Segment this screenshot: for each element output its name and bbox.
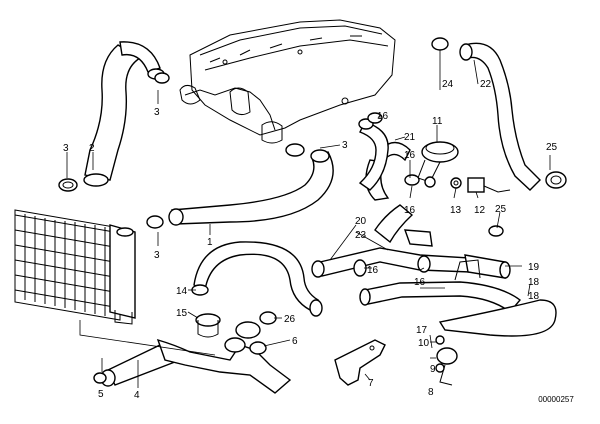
clamp-6	[249, 341, 267, 355]
callout-4: 4	[134, 390, 140, 401]
callout-1: 1	[207, 237, 213, 248]
callout-3b: 3	[154, 107, 160, 118]
callout-17: 17	[416, 325, 428, 336]
hose-clamp-3c	[285, 143, 305, 157]
hose-clamp-3b	[154, 72, 170, 84]
hose-14	[191, 241, 323, 317]
callout-11: 11	[432, 116, 443, 127]
hose-18	[359, 259, 557, 337]
diagram-id: 00000257	[538, 395, 574, 404]
hose-21	[358, 118, 389, 191]
callout-21: 21	[404, 132, 416, 143]
callout-16d: 16	[367, 265, 379, 276]
screw-8	[435, 363, 445, 373]
clamp-5	[93, 372, 107, 384]
lower-hose-4	[100, 321, 292, 394]
callout-19: 19	[528, 262, 540, 273]
callout-25b: 25	[495, 204, 507, 215]
hose-clamp-3a	[58, 178, 78, 192]
callout-24: 24	[442, 79, 454, 90]
callout-2: 2	[89, 143, 95, 154]
callout-3c: 3	[342, 140, 348, 151]
callout-26: 26	[284, 314, 296, 325]
hose-22	[431, 37, 541, 191]
hose-clamp-3d	[146, 215, 164, 229]
callout-5: 5	[98, 389, 104, 400]
callout-6: 6	[292, 336, 298, 347]
main-hose-1	[168, 149, 334, 226]
callout-13: 13	[450, 205, 462, 216]
callout-16e: 16	[414, 277, 426, 288]
callout-3a: 3	[63, 143, 69, 154]
callout-12: 12	[474, 205, 486, 216]
callout-18b: 18	[528, 291, 540, 302]
hose-clamp-16	[353, 112, 504, 277]
bracket-7	[334, 339, 386, 386]
callout-16a: 16	[377, 111, 389, 122]
hose-clamp-25	[545, 171, 567, 189]
callout-8: 8	[428, 387, 434, 398]
callout-18a: 18	[528, 277, 540, 288]
upper-left-hose	[83, 41, 165, 187]
callout-16b: 16	[404, 150, 416, 161]
callout-labels: 3 2 3 3 3 1 14 15 26 6 5 4 7 16 21 11 16…	[63, 79, 558, 401]
sensor-plug-12	[467, 177, 511, 193]
nut-13	[450, 177, 462, 189]
callout-7: 7	[368, 378, 374, 389]
cylinder-head	[179, 19, 396, 144]
screw-10	[435, 335, 445, 345]
callout-25a: 25	[546, 142, 558, 153]
clamp-26	[259, 311, 277, 325]
callout-22: 22	[480, 79, 492, 90]
callout-3d: 3	[154, 250, 160, 261]
callout-14: 14	[176, 286, 188, 297]
callout-16c: 16	[404, 205, 416, 216]
callout-15: 15	[176, 308, 188, 319]
expansion-tank-cap	[417, 141, 459, 188]
thermostat-15	[195, 313, 221, 338]
callout-10: 10	[418, 338, 430, 349]
callout-23: 23	[355, 230, 367, 241]
leader-lines	[66, 50, 551, 388]
radiator	[14, 209, 136, 325]
callout-9: 9	[430, 364, 436, 375]
callout-20: 20	[355, 216, 367, 227]
